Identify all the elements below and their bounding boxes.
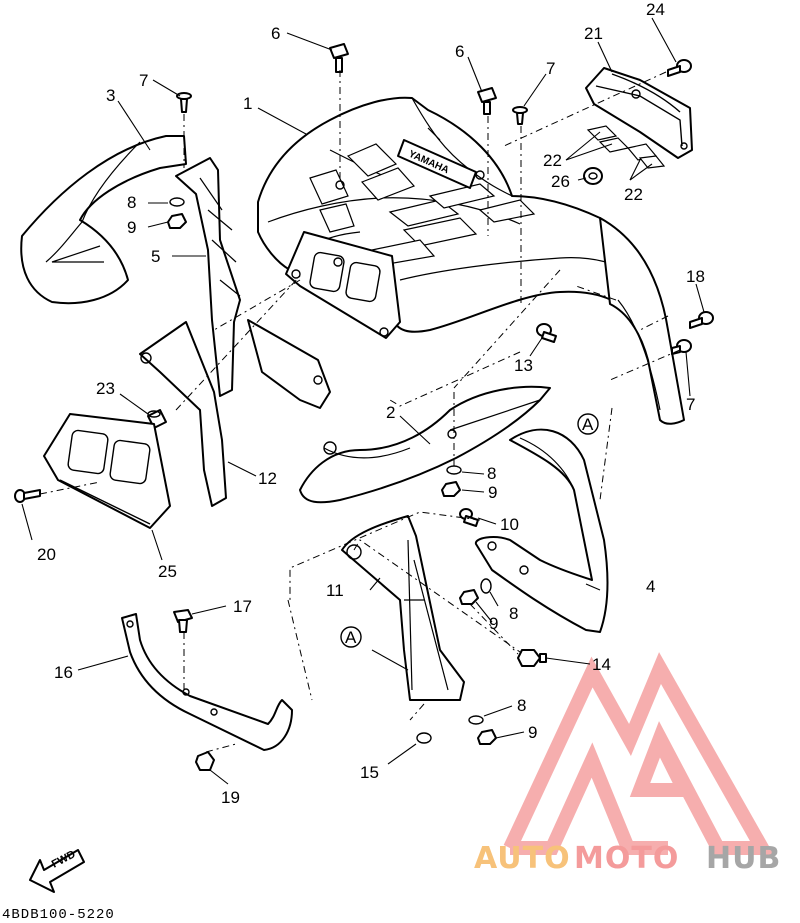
part-left-strip	[175, 157, 241, 397]
callout-19: 19	[221, 788, 240, 807]
part-center-brace	[341, 515, 465, 701]
reference-marks: A A	[340, 413, 599, 648]
forward-arrow: FWD	[29, 848, 85, 893]
callout-4: 4	[646, 577, 655, 596]
bolt-24	[667, 59, 692, 77]
brand-part-moto: MOTO	[574, 841, 679, 876]
screw-20	[14, 489, 41, 503]
brand-part-hub: HUB	[706, 841, 781, 876]
screw-7-top-left	[176, 92, 192, 113]
part-right-guard	[475, 428, 609, 633]
callout-2: 2	[386, 403, 395, 422]
callout-8-left: 8	[127, 193, 136, 212]
nut-9-left	[167, 213, 187, 229]
bolt-6-left	[329, 43, 349, 73]
callout-11: 11	[326, 581, 344, 600]
callout-numbers: 1 2 3 4 5 6 6 7 7 7 8 8 8 8 9 9 9 9 10 1…	[37, 0, 705, 807]
callout-8-mid: 8	[487, 464, 496, 483]
callout-6-right: 6	[455, 42, 464, 61]
reference-mark-a-left: A	[345, 628, 357, 647]
nut-9-bottom	[477, 729, 497, 745]
callout-16: 16	[54, 663, 73, 682]
callout-22-left: 22	[543, 151, 562, 170]
screw-7-top	[512, 106, 528, 125]
bolt-14	[517, 649, 547, 667]
screw-7-right	[671, 339, 692, 355]
nut-9-mid	[441, 481, 461, 497]
callout-7-top: 7	[546, 59, 555, 78]
callout-12: 12	[258, 469, 277, 488]
bolt-6-right	[477, 87, 497, 115]
part-left-cover	[139, 319, 331, 507]
bolt-13	[536, 323, 557, 343]
logo-triangle	[503, 652, 775, 855]
callout-7-left: 7	[139, 71, 148, 90]
nut-19	[195, 751, 215, 771]
bolt-17	[173, 609, 193, 633]
callout-5: 5	[151, 247, 160, 266]
part-pads	[586, 125, 666, 169]
callout-8-lower: 8	[509, 604, 518, 623]
part-lower-bar	[121, 613, 293, 751]
reference-mark-a-right: A	[582, 415, 594, 434]
washer-8-bottom	[468, 715, 484, 725]
callout-9-left: 9	[127, 218, 136, 237]
callout-22-right: 22	[624, 185, 643, 204]
callout-20: 20	[37, 545, 56, 564]
watermark-text: AUTO MOTO HUB	[474, 841, 781, 876]
callout-17: 17	[233, 597, 252, 616]
washer-8-mid	[446, 465, 462, 475]
automotohub-logo	[503, 652, 775, 855]
assembly-lines	[39, 70, 681, 753]
washer-15	[416, 732, 432, 744]
brand-part-auto: AUTO	[474, 841, 571, 876]
callout-25: 25	[158, 562, 177, 581]
callout-7-right: 7	[686, 395, 695, 414]
callout-3: 3	[106, 86, 115, 105]
part-headlight-unit	[43, 413, 171, 529]
drawing-code: 4BDB100-5220	[2, 907, 115, 923]
callout-10: 10	[500, 515, 519, 534]
callout-9-lower: 9	[489, 614, 498, 633]
callout-8-bottom: 8	[517, 696, 526, 715]
callout-9-mid: 9	[488, 483, 497, 502]
headlight-on-fender	[285, 231, 401, 339]
bolt-18	[689, 311, 714, 329]
callout-14: 14	[592, 655, 611, 674]
washer-8-lower	[480, 578, 492, 594]
part-grommet	[583, 167, 603, 185]
callout-24: 24	[646, 0, 665, 19]
callout-18: 18	[686, 267, 705, 286]
callout-23: 23	[96, 379, 115, 398]
callout-26: 26	[551, 172, 570, 191]
callout-21: 21	[584, 24, 603, 43]
part-left-flap	[20, 135, 187, 305]
part-lower-front	[299, 385, 551, 504]
callout-9-bottom: 9	[528, 723, 537, 742]
callout-6-left: 6	[271, 24, 280, 43]
part-headlight-cover	[585, 67, 693, 159]
callout-13: 13	[514, 356, 533, 375]
washer-8-left	[169, 197, 185, 207]
nut-9-lower	[459, 589, 479, 605]
callout-1: 1	[243, 94, 252, 113]
callout-15: 15	[360, 763, 379, 782]
leader-lines	[21, 17, 705, 785]
